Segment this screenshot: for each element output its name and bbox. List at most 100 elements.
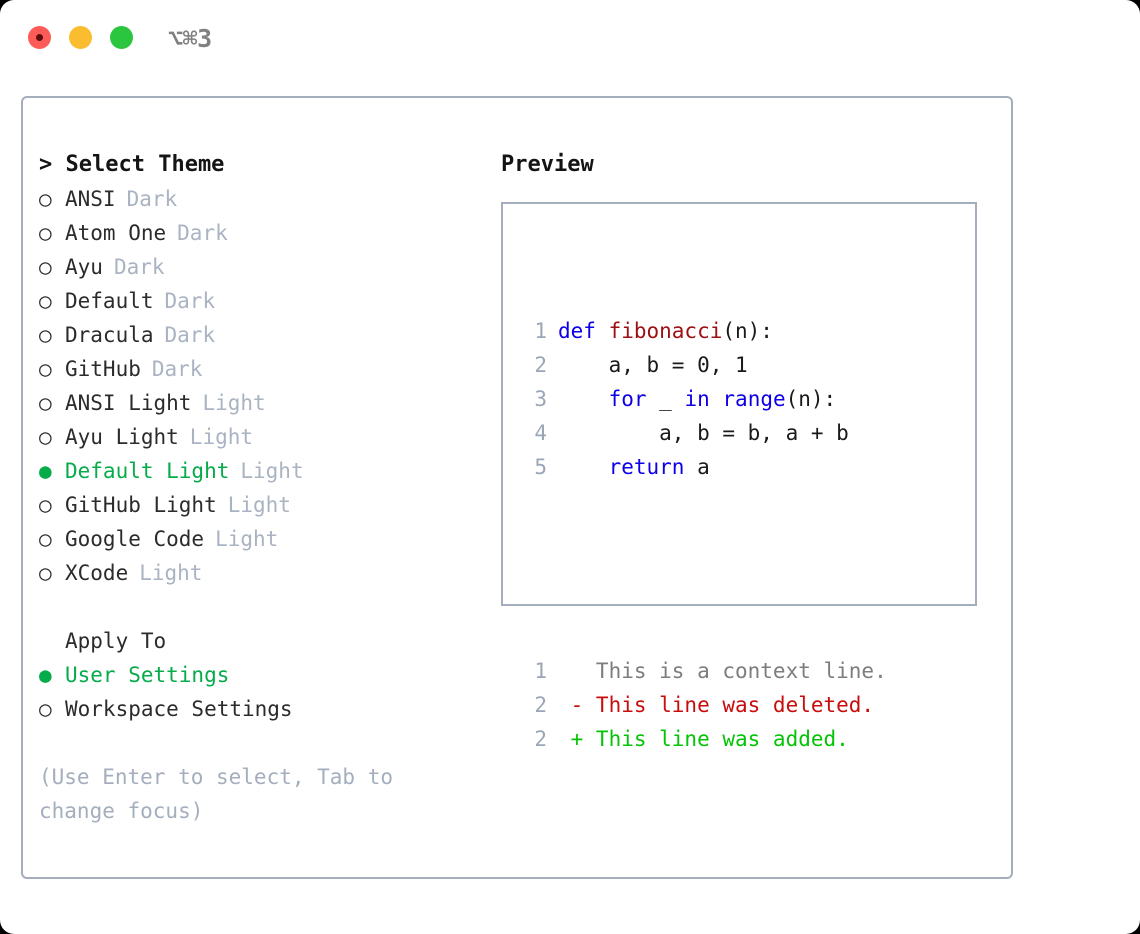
theme-list-item[interactable]: ○ XCode Light [39,556,469,590]
diff-text-add: + This line was added. [558,727,849,751]
diff-line: 2 + This line was added. [521,722,975,756]
theme-list-item[interactable]: ○ Ayu Light Light [39,420,469,454]
radio-unselected-icon: ○ [39,425,52,449]
theme-variant-badge: Light [202,391,266,415]
radio-unselected-icon: ○ [39,221,52,245]
code-sample: 1 def fibonacci(n): 2 a, b = 0, 1 3 for _ i… [503,246,975,824]
code-text: a, b = b, a + b [558,416,849,450]
diff-separator [521,552,975,586]
code-token-plain: a [684,455,710,479]
title-bar: ⌥⌘3 [0,0,1140,78]
code-token-plain: a, b = 0, 1 [558,353,748,377]
preview-box: 1 def fibonacci(n): 2 a, b = 0, 1 3 for _ i… [501,202,977,751]
radio-unselected-icon: ○ [39,187,52,211]
code-lines: 1 def fibonacci(n): 2 a, b = 0, 1 3 for _ i… [521,314,975,484]
code-token-kw: for [608,387,647,411]
theme-name-label: ANSI [65,187,116,211]
theme-list-item[interactable]: ● Default Light Light [39,454,469,488]
zoom-button[interactable] [110,26,133,49]
theme-name-label: Atom One [65,221,167,245]
theme-name-label: GitHub [65,357,141,381]
theme-name-label: Dracula [65,323,154,347]
line-number: 1 [534,319,547,343]
line-number: 2 [534,727,547,751]
code-token-plain: (n): [722,319,773,343]
theme-variant-badge: Light [189,425,254,449]
theme-variant-badge: Dark [126,187,178,211]
theme-name-label: GitHub Light [65,493,217,517]
line-number: 4 [534,421,547,445]
code-token-plain [558,455,609,479]
code-token-kw: def [558,319,609,343]
radio-unselected-icon: ○ [39,391,52,415]
theme-variant-badge: Dark [164,323,216,347]
theme-variant-badge: Light [139,561,203,585]
line-number: 5 [534,455,547,479]
diff-text-del: - This line was deleted. [558,693,875,717]
code-line: 1 def fibonacci(n): [521,314,975,348]
code-token-kw: range [722,387,786,411]
theme-name-label: XCode [65,561,129,585]
theme-variant-badge: Light [215,527,279,551]
diff-line: 1 This is a context line. [521,654,975,688]
radio-unselected-icon: ○ [39,289,52,313]
apply-to-header: Apply To [65,629,167,653]
theme-variant-badge: Dark [177,221,228,245]
theme-name-label: ANSI Light [65,391,192,415]
theme-list-item[interactable]: ○ Google Code Light [39,522,469,556]
traffic-lights [28,26,133,49]
radio-unselected-icon: ○ [39,561,52,585]
theme-list-item[interactable]: ○ Dracula Dark [39,318,469,352]
keyboard-hint-text: (Use Enter to select, Tab to change focu… [39,765,406,823]
line-number: 1 [534,659,547,683]
line-number: 2 [534,693,547,717]
theme-list-item[interactable]: ○ ANSI Dark [39,182,469,216]
apply-to-label: Workspace Settings [65,697,293,721]
preview-header: Preview [501,152,594,177]
theme-list-item[interactable]: ○ Default Dark [39,284,469,318]
apply-to-list[interactable]: ●User Settings○Workspace Settings [39,658,469,726]
theme-name-label: Ayu Light [65,425,179,449]
theme-variant-badge: Dark [151,357,203,381]
apply-to-item[interactable]: ●User Settings [39,658,469,692]
close-button[interactable] [28,26,51,49]
line-number: 2 [534,353,547,377]
diff-lines: 1 This is a context line.2 - This line w… [521,654,975,756]
radio-unselected-icon: ○ [39,255,52,279]
theme-name-label: Ayu [65,255,103,279]
radio-unselected-icon: ○ [39,493,52,517]
theme-variant-badge: Light [240,459,304,483]
radio-selected-icon: ● [39,459,52,483]
apply-to-item[interactable]: ○Workspace Settings [39,692,469,726]
radio-unselected-icon: ○ [39,527,52,551]
code-line: 3 for _ in range(n): [521,382,975,416]
code-token-plain: a, b = b, a + b [558,421,849,445]
code-token-plain [710,387,723,411]
minimize-button[interactable] [69,26,92,49]
radio-unselected-icon: ○ [39,323,52,347]
code-token-kw: in [684,387,710,411]
theme-list-item[interactable]: ○ ANSI Light Light [39,386,469,420]
code-line: 5 return a [521,450,975,484]
code-token-plain [558,387,609,411]
line-number: 3 [534,387,547,411]
theme-variant-badge: Dark [164,289,216,313]
code-text: for _ in range(n): [558,382,837,416]
code-line: 4 a, b = b, a + b [521,416,975,450]
select-theme-header: > Select Theme [39,152,225,177]
code-token-kw: return [608,455,685,479]
apply-to-label: User Settings [65,663,230,687]
theme-name-label: Default Light [65,459,230,483]
theme-name-label: Google Code [65,527,205,551]
diff-line: 2 - This line was deleted. [521,688,975,722]
theme-name-label: Default [65,289,154,313]
code-text: def fibonacci(n): [558,314,773,348]
theme-list-item[interactable]: ○ Atom One Dark [39,216,469,250]
